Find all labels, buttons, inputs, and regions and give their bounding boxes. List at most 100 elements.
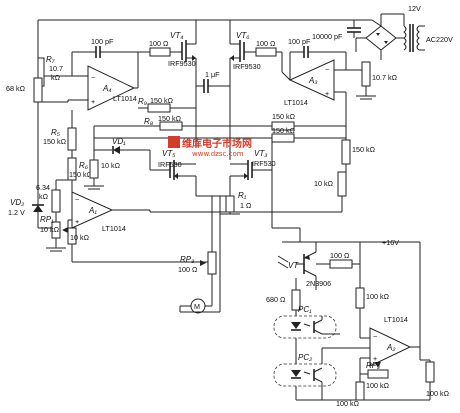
label-100k-c: 100 kΩ [336, 399, 360, 408]
label-motor: M [194, 302, 200, 311]
zener-vd2 [32, 200, 44, 228]
opamp-a1 [71, 191, 114, 229]
label-68k: 68 kΩ [6, 84, 26, 93]
label-vt5: VT₅ [162, 149, 176, 158]
transformer [380, 13, 425, 52]
svg-text:+: + [373, 354, 377, 363]
opamp-a4 [87, 65, 136, 111]
label-r7: R₇ [46, 55, 56, 64]
label-100-c: 100 Ω [330, 251, 350, 260]
svg-text:+: + [325, 89, 329, 98]
label-150k-right: 150 kΩ [352, 145, 376, 154]
transistor-vt5 [149, 150, 197, 196]
resistor-100k-c [355, 381, 365, 401]
resistor-150k-b [271, 133, 295, 143]
opamp-a2 [369, 327, 412, 367]
watermark-en: www.dzsc.com [192, 150, 244, 158]
pc1-phototransistor-icon [303, 319, 323, 335]
label-10000pf: 10000 pF [312, 32, 343, 41]
svg-text:+: + [75, 217, 79, 226]
label-6-34k: 6.34 [36, 183, 50, 192]
opamp-a3 [288, 59, 335, 101]
label-vt4: VT₄ [170, 31, 183, 40]
label-irf9530-b: IRF9530 [233, 62, 261, 71]
resistor-r9 [147, 103, 171, 113]
label-r1-val: 1 Ω [240, 201, 252, 210]
capacitor-10000pf [347, 20, 361, 38]
label-r1: R₁ [238, 191, 247, 200]
resistor-r1 [225, 195, 235, 213]
label-vd2: VD₂ [10, 198, 24, 207]
label-680: 680 Ω [266, 295, 286, 304]
resistor-100k-b [425, 361, 435, 383]
resistor-r5 [67, 127, 77, 151]
label-vt-part: 2N3906 [306, 279, 331, 288]
label-rp3-val: 100 Ω [178, 265, 198, 274]
resistor-100k-a [355, 287, 365, 309]
resistor-10k-a [89, 159, 99, 179]
label-1uf: 1 μF [205, 70, 220, 79]
optocoupler-pc2 [273, 363, 337, 387]
label-r6-val: 150 kΩ [69, 170, 93, 179]
pc2-led-icon [291, 370, 301, 379]
label-r5-val: 150 kΩ [43, 137, 67, 146]
label-100-b: 100 Ω [256, 39, 276, 48]
label-100pf-a: 100 pF [91, 37, 114, 46]
watermark-cn: 维库电子市场网 [182, 137, 252, 150]
label-lt1014-a3: LT1014 [284, 98, 308, 107]
label-rp3: RP₃ [180, 255, 194, 264]
label-pc1: PC₁ [298, 305, 312, 314]
transistor-vt4 [181, 20, 197, 148]
svg-text:−: − [75, 195, 79, 204]
label-100k-b: 100 kΩ [426, 389, 450, 398]
label-a3: A₃ [308, 76, 318, 85]
label-r8: R₈ [144, 117, 154, 126]
label-lt1014-a4: LT1014 [113, 94, 137, 103]
label-rp2-val: 100 kΩ [366, 381, 390, 390]
label-r6: R₆ [79, 161, 89, 170]
label-vt3: VT₃ [254, 149, 267, 158]
label-rp1: RP₁ [40, 215, 54, 224]
label-pc2: PC₂ [298, 353, 312, 362]
label-a2: A₂ [386, 343, 395, 352]
label-irf530-b: IRF530 [252, 159, 276, 168]
label-10k-b: 10 kΩ [70, 233, 90, 242]
label-10k-right: 10 kΩ [314, 179, 334, 188]
resistor-6-34k [51, 189, 61, 213]
resistor-100-b [255, 47, 277, 57]
label-a4: A₄ [102, 84, 112, 93]
svg-text:−: − [325, 65, 329, 74]
resistor-68k [33, 77, 43, 103]
watermark-logo-icon [168, 136, 180, 148]
label-r9-val: 150 kΩ [150, 96, 174, 105]
label-r7-val: 10.7 [49, 64, 63, 73]
label-a1: A₁ [88, 206, 97, 215]
label-10k-a: 10 kΩ [101, 161, 121, 170]
label-10-7k-b: 10.7 kΩ [372, 73, 398, 82]
label-100pf-b: 100 pF [288, 37, 311, 46]
transistor-vt-2n3906 [296, 242, 317, 290]
potentiometer-rp2 [367, 369, 389, 379]
label-r5: R₅ [51, 128, 61, 137]
label-vt6: VT₆ [236, 31, 250, 40]
resistor-100-a [149, 47, 171, 57]
label-irf9530-a: IRF9530 [168, 59, 196, 68]
label-lt1014-a1: LT1014 [102, 224, 126, 233]
watermark: 维库电子市场网 www.dzsc.com [168, 136, 252, 158]
label-ac220v: AC220V [426, 35, 453, 44]
svg-text:−: − [373, 332, 377, 341]
label-r9: R₉ [138, 97, 147, 106]
label-lt1014-a2: LT1014 [384, 315, 408, 324]
label-150k-b: 150 kΩ [272, 126, 296, 135]
pc1-led-icon [291, 322, 301, 331]
transistor-vt3 [229, 138, 273, 196]
label-100-a: 100 Ω [149, 39, 169, 48]
optocoupler-pc1 [273, 315, 337, 339]
resistor-100-c [329, 259, 353, 269]
label-100k-a: 100 kΩ [366, 292, 390, 301]
resistor-10-7k-b [361, 61, 371, 87]
rectifier-bridge [355, 19, 404, 60]
label-irf530-a: IRF530 [158, 160, 182, 169]
svg-text:+: + [91, 97, 95, 106]
